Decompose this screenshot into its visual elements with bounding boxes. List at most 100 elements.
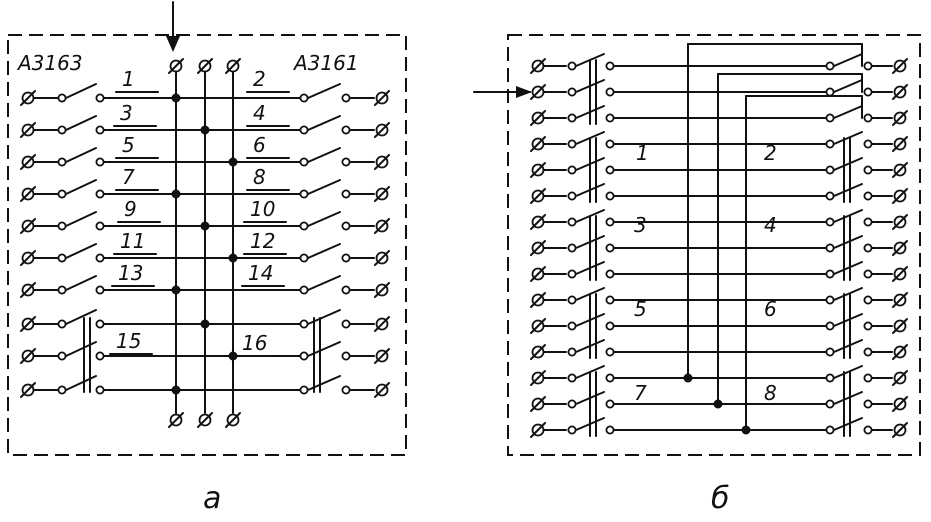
- right-contact-b-3: [825, 113, 835, 123]
- bus-node-a-3: [228, 157, 238, 167]
- left-contact-out-b-14: [605, 399, 615, 409]
- right-contact-fixed-b-9: [863, 269, 873, 279]
- left-contact-b-9: [567, 269, 577, 279]
- left-contact-out-4: [95, 189, 105, 199]
- right-contact-fixed-b-6: [863, 191, 873, 201]
- left-contact-b-2: [567, 87, 577, 97]
- right-blade-b-10: [833, 287, 863, 301]
- left-contact-b-1: [567, 61, 577, 71]
- left-contact-out-1: [95, 93, 105, 103]
- bus-terminal-top-3: [225, 58, 241, 74]
- left-input-terminal-7: [20, 282, 36, 298]
- right-blade-b-15: [833, 417, 863, 431]
- right-blade-b-2: [833, 79, 863, 93]
- bus-terminal-bottom-2-slash: [197, 412, 213, 428]
- left-input-terminal-b-5: [530, 162, 546, 178]
- left-switch-blade-3: [65, 147, 97, 163]
- right-blade-b-13: [833, 365, 863, 379]
- right-contact-b-2: [825, 87, 835, 97]
- left-switch-blade-9: [65, 341, 97, 357]
- right-contact-b-6: [825, 191, 835, 201]
- right-output-terminal-3: [374, 154, 390, 170]
- left-contact-fixed-2: [57, 125, 67, 135]
- left-contact-out-b-12: [605, 347, 615, 357]
- right-output-terminal-b-6: [892, 188, 908, 204]
- right-output-terminal-b-11: [892, 318, 908, 334]
- left-input-terminal-5-slash: [20, 218, 36, 234]
- right-contact-fixed-2: [341, 125, 351, 135]
- left-input-terminal-b-5-slash: [530, 162, 546, 178]
- left-contact-b-7: [567, 217, 577, 227]
- left-input-terminal-b-14-slash: [530, 396, 546, 412]
- panel-a-frame: [7, 34, 407, 456]
- left-contact-out-2: [95, 125, 105, 135]
- right-output-terminal-b-4-slash: [892, 136, 908, 152]
- left-input-terminal-b-9: [530, 266, 546, 282]
- right-contact-fixed-b-12: [863, 347, 873, 357]
- left-input-terminal-b-3-slash: [530, 110, 546, 126]
- left-contact-b-13: [567, 373, 577, 383]
- right-switch-blade-6: [307, 243, 341, 259]
- feed-node-2: [713, 399, 723, 409]
- right-output-terminal-b-7-slash: [892, 214, 908, 230]
- left-contact-out-b-7: [605, 217, 615, 227]
- right-output-terminal-b-2-slash: [892, 84, 908, 100]
- right-contact-in-7: [299, 285, 309, 295]
- right-blade-b-3: [833, 105, 863, 119]
- right-output-terminal-b-8: [892, 240, 908, 256]
- right-output-terminal-b-9-slash: [892, 266, 908, 282]
- left-switch-blade-7: [65, 275, 97, 291]
- right-switch-blade-2: [307, 115, 341, 131]
- breaker-label-left: А3163: [16, 51, 83, 75]
- right-blade-b-7: [833, 209, 863, 223]
- right-contact-b-15: [825, 425, 835, 435]
- left-contact-fixed-7: [57, 285, 67, 295]
- right-output-terminal-9: [374, 348, 390, 364]
- line-label-a-7: 7: [122, 165, 135, 189]
- right-output-terminal-b-7: [892, 214, 908, 230]
- bus-terminal-top-3-slash: [225, 58, 241, 74]
- right-output-terminal-b-1-slash: [892, 58, 908, 74]
- left-input-terminal-2: [20, 122, 36, 138]
- left-input-terminal-b-8: [530, 240, 546, 256]
- bus-node-a-2: [200, 125, 210, 135]
- line-label-a-2: 2: [253, 67, 266, 91]
- left-contact-out-b-10: [605, 295, 615, 305]
- bus-terminal-bottom-3-slash: [225, 412, 241, 428]
- right-contact-in-4: [299, 189, 309, 199]
- right-blade-b-4: [833, 131, 863, 145]
- left-input-terminal-6: [20, 250, 36, 266]
- line-label-a-16: 16: [242, 331, 267, 355]
- bus-node-a-10: [171, 385, 181, 395]
- right-contact-fixed-8: [341, 319, 351, 329]
- left-input-terminal-b-15: [530, 422, 546, 438]
- left-input-terminal-b-6: [530, 188, 546, 204]
- line-label-a-14: 14: [248, 261, 273, 285]
- left-input-terminal-b-13: [530, 370, 546, 386]
- right-switch-blade-5: [307, 211, 341, 227]
- line-label-a-3: 3: [120, 101, 133, 125]
- right-switch-blade-7: [307, 275, 341, 291]
- right-output-terminal-b-5-slash: [892, 162, 908, 178]
- left-contact-b-4: [567, 139, 577, 149]
- line-label-b-7: 7: [634, 381, 647, 405]
- right-contact-fixed-b-11: [863, 321, 873, 331]
- left-contact-out-5: [95, 221, 105, 231]
- right-output-terminal-b-1: [892, 58, 908, 74]
- bus-node-a-7: [171, 285, 181, 295]
- left-input-terminal-b-10-slash: [530, 292, 546, 308]
- left-contact-b-5: [567, 165, 577, 175]
- right-output-terminal-b-15: [892, 422, 908, 438]
- left-contact-b-11: [567, 321, 577, 331]
- right-output-terminal-4: [374, 186, 390, 202]
- right-switch-blade-9: [307, 341, 341, 357]
- left-contact-b-12: [567, 347, 577, 357]
- right-output-terminal-b-14-slash: [892, 396, 908, 412]
- left-contact-b-3: [567, 113, 577, 123]
- left-contact-b-6: [567, 191, 577, 201]
- line-label-a-15: 15: [116, 329, 141, 353]
- right-switch-blade-10: [307, 375, 341, 391]
- right-output-terminal-10-slash: [374, 382, 390, 398]
- bus-terminal-top-2: [197, 58, 213, 74]
